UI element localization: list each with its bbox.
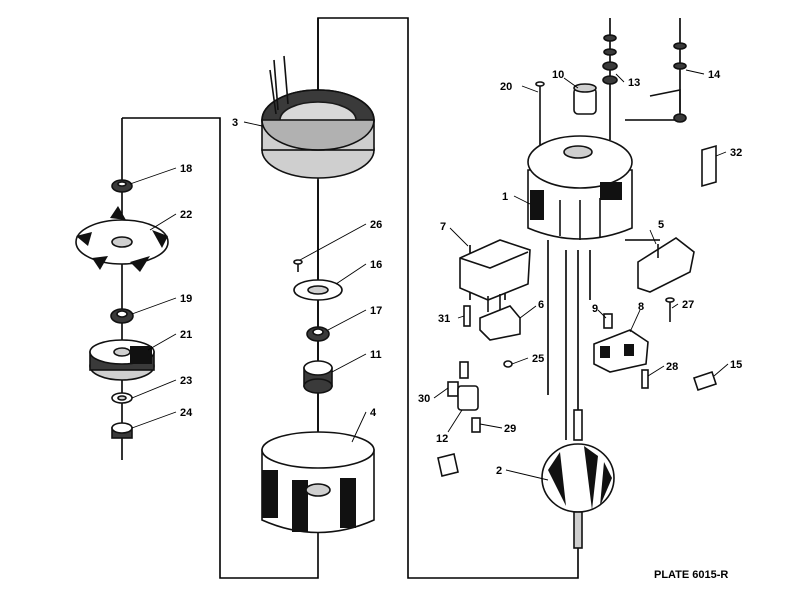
- stator: [261, 55, 375, 179]
- callout-18: 18: [180, 163, 192, 175]
- callout-22: 22: [180, 209, 192, 221]
- clip-30: [447, 361, 469, 397]
- terminal-stack-14: [649, 42, 687, 123]
- callout-25: 25: [532, 353, 544, 365]
- callout-26: 26: [370, 219, 382, 231]
- callout-30: 30: [418, 393, 430, 405]
- callout-27: 27: [682, 299, 694, 311]
- callout-1: 1: [502, 191, 508, 203]
- terminal-stack-13: [602, 34, 618, 85]
- callout-23: 23: [180, 375, 192, 387]
- plate-label: PLATE 6015-R: [654, 569, 728, 581]
- callout-5: 5: [658, 219, 664, 231]
- screw-29: [471, 417, 481, 433]
- callout-17: 17: [370, 305, 382, 317]
- bracket-32: [701, 144, 717, 188]
- callout-12: 12: [436, 433, 448, 445]
- callout-6: 6: [538, 299, 544, 311]
- callout-29: 29: [504, 423, 516, 435]
- bearing-small: [306, 326, 330, 342]
- spacer-18: [111, 179, 133, 193]
- rotor: [541, 409, 615, 549]
- callout-19: 19: [180, 293, 192, 305]
- terminal-line: [625, 18, 681, 121]
- regulator-7: [459, 239, 531, 301]
- washer-23: [111, 392, 133, 404]
- diode-bridge-8: [593, 329, 649, 373]
- nut-24: [111, 422, 133, 439]
- callout-9: 9: [592, 303, 598, 315]
- callout-7: 7: [440, 221, 446, 233]
- connector-12: [437, 385, 479, 477]
- screw-25: [503, 360, 513, 368]
- capacitor-10: [573, 83, 597, 115]
- screw-31: [463, 305, 471, 327]
- callout-28: 28: [666, 361, 678, 373]
- screw-27: [665, 297, 675, 322]
- callout-16: 16: [370, 259, 382, 271]
- screw-28: [641, 369, 649, 389]
- diode-9: [603, 313, 613, 329]
- collar-19: [110, 308, 134, 324]
- callout-8: 8: [638, 301, 644, 313]
- leader-lines: [129, 69, 729, 481]
- callout-13: 13: [628, 77, 640, 89]
- callout-20: 20: [500, 81, 512, 93]
- screw-26: [293, 259, 303, 272]
- brush-holder-6: [479, 294, 521, 341]
- callout-31: 31: [438, 313, 450, 325]
- pulley-21: [89, 339, 155, 381]
- bearing-large: [303, 360, 333, 394]
- callout-32: 32: [730, 147, 742, 159]
- callout-4: 4: [370, 407, 377, 419]
- callout-15: 15: [730, 359, 742, 371]
- fan-22: [75, 206, 169, 272]
- callout-labels: 18 22 19 21 23 24 3 26 16 17 11 4 1 2 10…: [180, 69, 742, 477]
- terminal-15: [692, 370, 718, 392]
- callout-14: 14: [708, 69, 721, 81]
- front-housing: [261, 431, 375, 534]
- callout-11: 11: [370, 349, 382, 361]
- callout-24: 24: [180, 407, 193, 419]
- callout-10: 10: [552, 69, 564, 81]
- bolt-20: [535, 81, 545, 130]
- callout-21: 21: [180, 329, 192, 341]
- rear-housing: [527, 135, 633, 240]
- retainer-plate: [293, 279, 343, 301]
- callout-3: 3: [232, 117, 238, 129]
- bracket-5: [637, 237, 695, 293]
- callout-2: 2: [496, 465, 502, 477]
